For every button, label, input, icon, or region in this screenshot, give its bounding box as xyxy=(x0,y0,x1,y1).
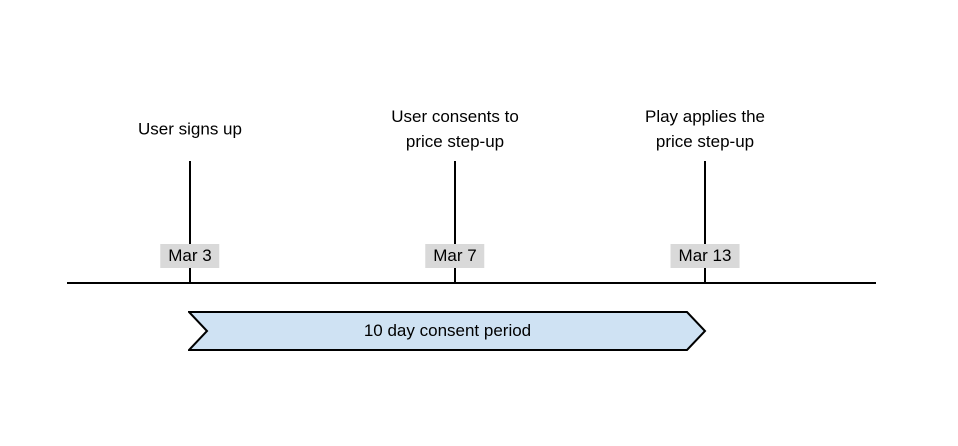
consent-period-ribbon xyxy=(188,311,707,351)
event-tick-line xyxy=(189,161,191,282)
event-tick-line xyxy=(704,161,706,282)
event-label-play-applies: Play applies the price step-up xyxy=(644,107,766,151)
consent-period-label: 10 day consent period xyxy=(363,321,532,340)
consent-period-ribbon-shape xyxy=(188,311,707,351)
event-date-badge: Mar 13 xyxy=(670,244,740,268)
event-date-badge: Mar 3 xyxy=(160,244,220,268)
event-date-badge: Mar 7 xyxy=(425,244,485,268)
event-label-user-signs-up: User signs up xyxy=(138,119,242,139)
timeline-axis-line xyxy=(67,282,876,284)
event-tick-line xyxy=(454,161,456,282)
event-label-user-consents: User consents to price step-up xyxy=(391,107,519,151)
